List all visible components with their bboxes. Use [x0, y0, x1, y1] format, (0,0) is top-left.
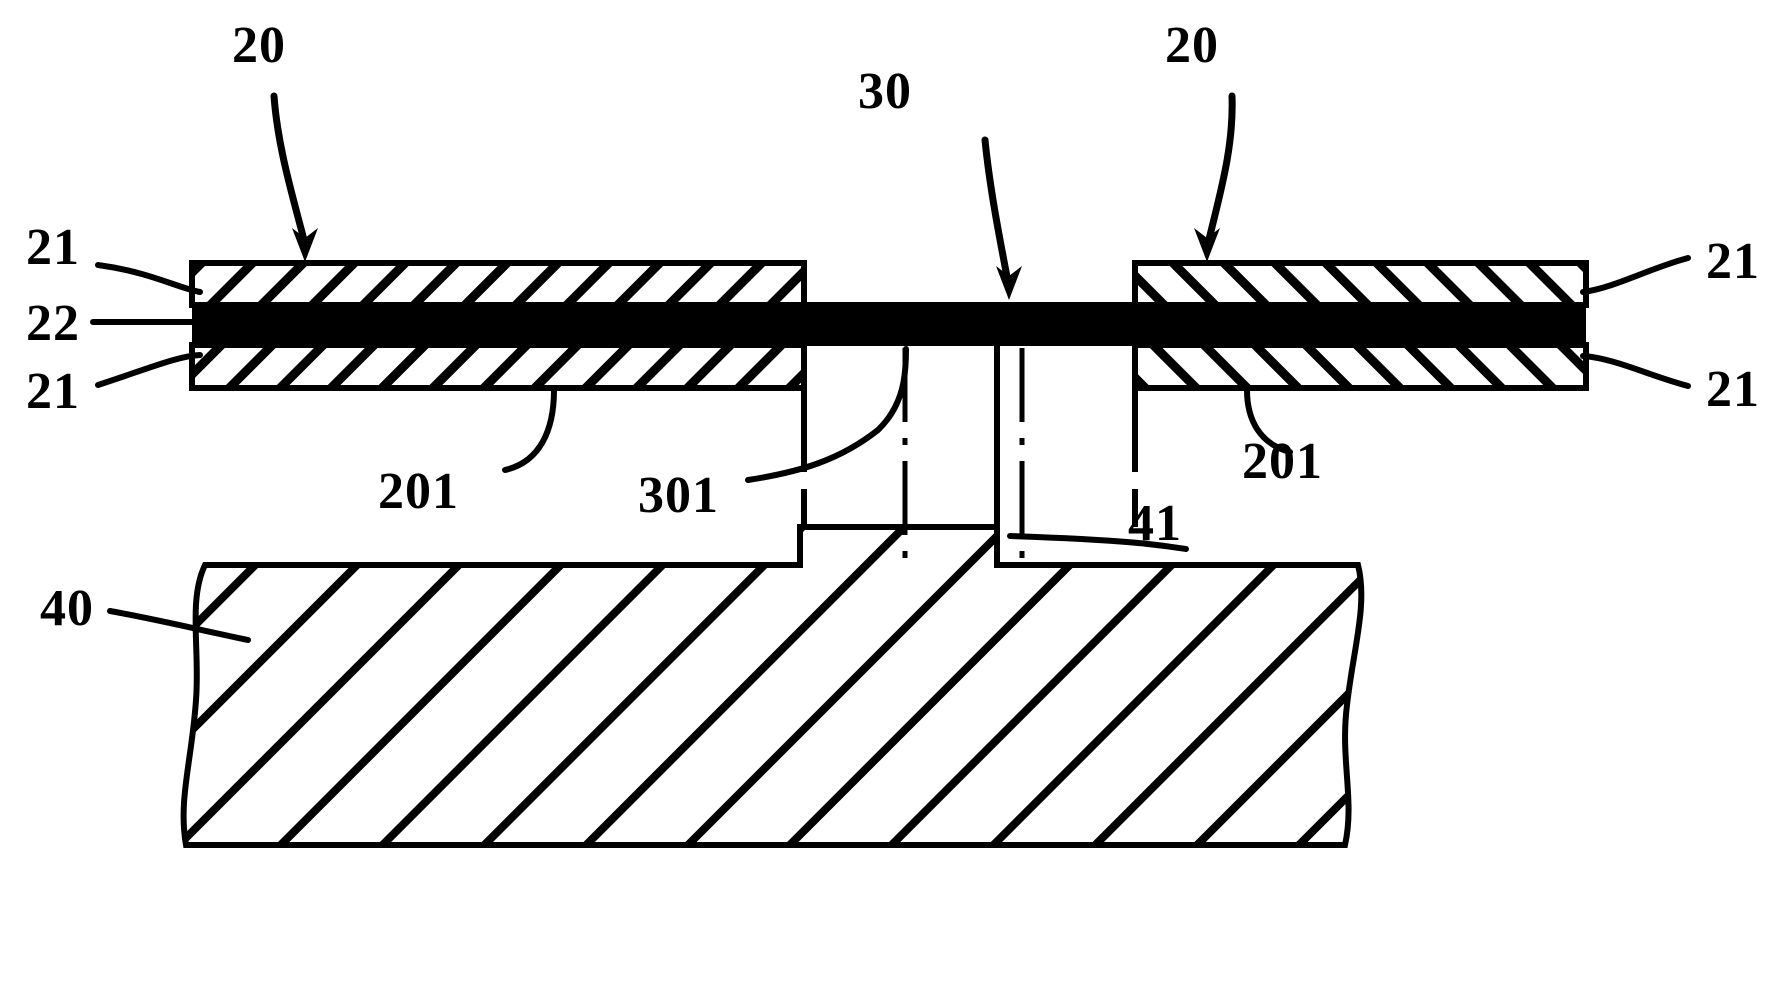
label-30: 30: [858, 63, 912, 120]
leader-21-bottom-right: [1580, 353, 1691, 389]
base-block-40: [180, 524, 1365, 848]
label-21-bottom-left: 21: [26, 363, 80, 420]
label-21-top-left: 21: [26, 219, 80, 276]
leader-21-bottom-left: [95, 352, 203, 388]
label-301: 301: [638, 467, 719, 524]
label-20-right: 20: [1165, 17, 1219, 74]
leader-41: [1007, 533, 1189, 552]
label-20-left: 20: [232, 17, 286, 74]
arrowhead-20-left: [292, 228, 318, 262]
leader-21-top-left: [95, 262, 203, 295]
label-21-bottom-right: 21: [1706, 361, 1760, 418]
label-201-left: 201: [378, 463, 459, 520]
leader-201-left: [502, 387, 557, 473]
leader-40: [107, 608, 251, 643]
arrowhead-20-right: [1194, 228, 1220, 262]
leader-301: [745, 346, 909, 483]
label-40: 40: [40, 580, 94, 637]
label-41: 41: [1128, 495, 1182, 552]
label-21-top-right: 21: [1706, 233, 1760, 290]
film-30-core-22-strip: [192, 302, 1586, 346]
label-22: 22: [26, 295, 80, 352]
arrowhead-30: [996, 266, 1022, 300]
label-201-right: 201: [1242, 433, 1323, 490]
base-block-outline: [180, 524, 1365, 848]
leader-201-right: [1244, 387, 1293, 455]
leader-21-top-right: [1580, 255, 1691, 295]
leader-20-right: [1204, 92, 1236, 248]
leader-20-left: [270, 92, 309, 248]
leader-30: [981, 136, 1012, 286]
